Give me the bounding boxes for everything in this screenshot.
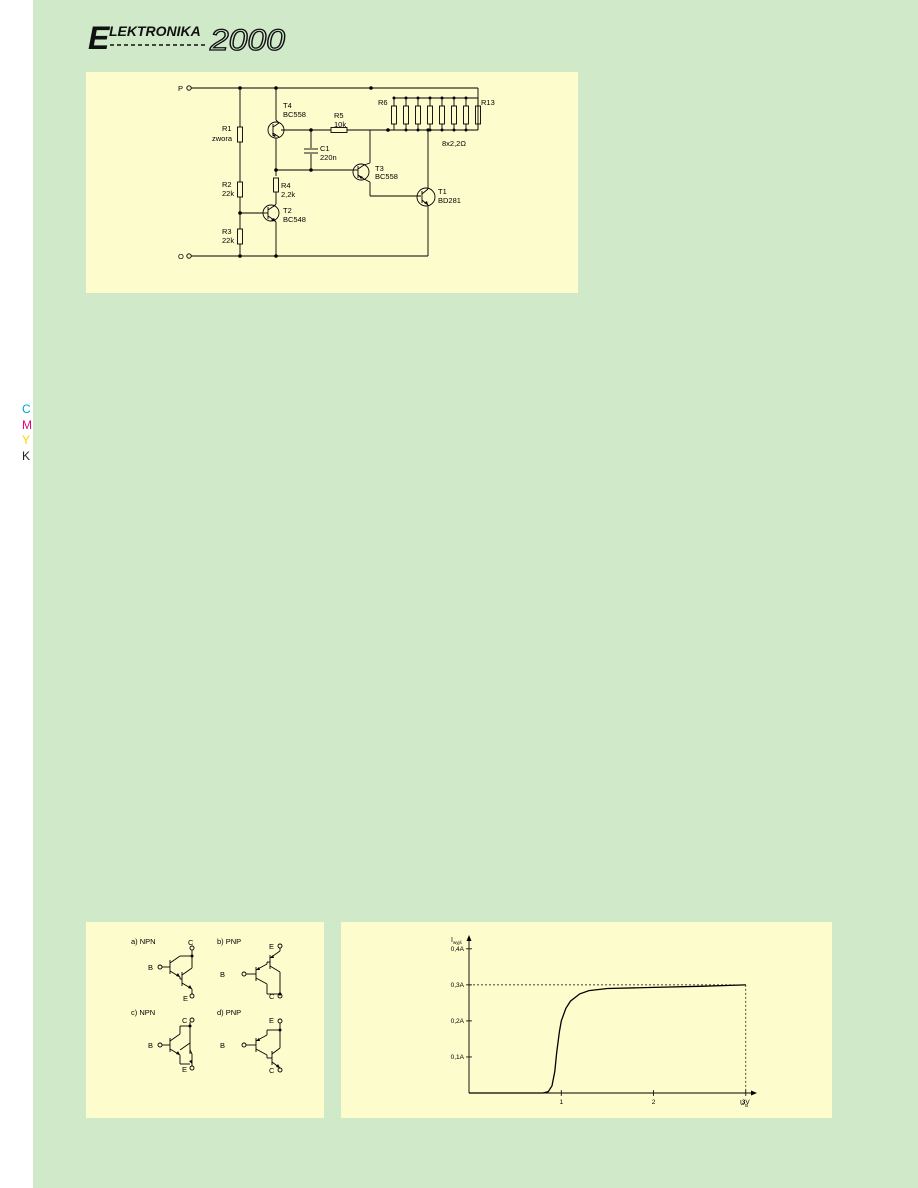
y-tick-label: 0,1A: [451, 1054, 465, 1061]
t1-label: T1: [438, 187, 447, 196]
t1-type: BD281: [438, 196, 461, 205]
y-tick-label: 0,4A: [451, 946, 465, 953]
c1-label: C1: [320, 144, 330, 153]
pin-b-label: B: [220, 1041, 225, 1050]
y-axis-label: Iwyjś: [451, 937, 462, 945]
svg-text:LEKTRONIKA: LEKTRONIKA: [109, 23, 201, 39]
black-mark: K: [22, 448, 31, 463]
t3-label: T3: [375, 164, 384, 173]
y-axis-label-main: I: [451, 937, 453, 944]
r3-value: 22k: [222, 236, 234, 245]
config-b-label: b) PNP: [217, 937, 241, 946]
pin-b-label: B: [148, 1041, 153, 1050]
cyan-mark: C: [22, 402, 31, 416]
terminal-o-label: O: [178, 252, 184, 261]
pin-e-label: E: [269, 1016, 274, 1025]
x-axis-label: UB: [740, 1100, 748, 1108]
r6-label: R6: [378, 98, 388, 107]
y-tick-label: 0,3A: [451, 982, 465, 989]
x-axis-label-sub: B: [745, 1103, 748, 1108]
r4-label: R4: [281, 181, 291, 190]
resistor-bank-value: 8x2,2Ω: [442, 139, 466, 148]
config-c-label: c) NPN: [131, 1008, 155, 1017]
r1-label: R1: [222, 124, 232, 133]
pin-e-label: E: [182, 1065, 187, 1074]
pin-c-label: C: [269, 992, 275, 1001]
transfer-characteristic-panel: 1 2 3V 0,1A 0,2A 0,3A 0,4A Iwyjś UB: [341, 922, 832, 1118]
terminal-p-label: P: [178, 84, 183, 93]
config-a-label: a) NPN: [131, 937, 156, 946]
x-axis-arrow: [751, 1090, 757, 1096]
x-axis-label-main: U: [740, 1100, 745, 1107]
magazine-logo: E LEKTRONIKA 2000: [88, 20, 286, 54]
r4-value: 2,2k: [281, 190, 295, 199]
r2-label: R2: [222, 180, 232, 189]
x-tick-label: 2: [652, 1099, 656, 1106]
x-tick-label: 1: [559, 1099, 563, 1106]
r5-label: R5: [334, 111, 344, 120]
config-d-label: d) PNP: [217, 1008, 241, 1017]
pin-c-label: C: [182, 1016, 188, 1025]
circuit-schematic: P O R1 zwora R2 22k R3 22k T4 BC558 R5 1…: [178, 84, 495, 261]
c1-value: 220n: [320, 153, 337, 162]
svg-text:E: E: [88, 20, 111, 54]
r3-label: R3: [222, 227, 232, 236]
t4-label: T4: [283, 101, 292, 110]
darlington-configurations-panel: a) NPN b) PNP c) NPN d) PNP: [86, 922, 324, 1118]
r2-value: 22k: [222, 189, 234, 198]
y-axis-label-sub: wyjś: [453, 940, 462, 945]
r5-value: 10k: [334, 120, 346, 129]
magenta-mark: M: [22, 417, 32, 432]
r1-value: zwora: [212, 134, 233, 143]
t4-type: BC558: [283, 110, 306, 119]
pin-c-label: C: [269, 1066, 275, 1075]
y-axis-arrow: [466, 935, 472, 941]
pin-c-label: C: [188, 938, 194, 947]
pin-e-label: E: [269, 942, 274, 951]
t2-label: T2: [283, 206, 292, 215]
pin-e-label: E: [183, 994, 188, 1003]
pin-b-label: B: [148, 963, 153, 972]
output-current-curve: [469, 984, 746, 1094]
svg-text:2000: 2000: [209, 24, 285, 54]
x-tick-label: 3V: [742, 1099, 751, 1106]
r13-label: R13: [481, 98, 495, 107]
pin-b-label: B: [220, 970, 225, 979]
output-current-chart: 1 2 3V 0,1A 0,2A 0,3A 0,4A Iwyjś UB: [451, 935, 757, 1108]
y-tick-label: 0,2A: [451, 1018, 465, 1025]
t3-type: BC558: [375, 172, 398, 181]
yellow-mark: Y: [22, 433, 31, 447]
circuit-diagram-panel: P O R1 zwora R2 22k R3 22k T4 BC558 R5 1…: [86, 72, 578, 293]
print-registration-marks: C M Y K: [22, 402, 32, 464]
darlington-diagrams: a) NPN b) PNP c) NPN d) PNP: [131, 937, 283, 1075]
t2-type: BC548: [283, 215, 306, 224]
